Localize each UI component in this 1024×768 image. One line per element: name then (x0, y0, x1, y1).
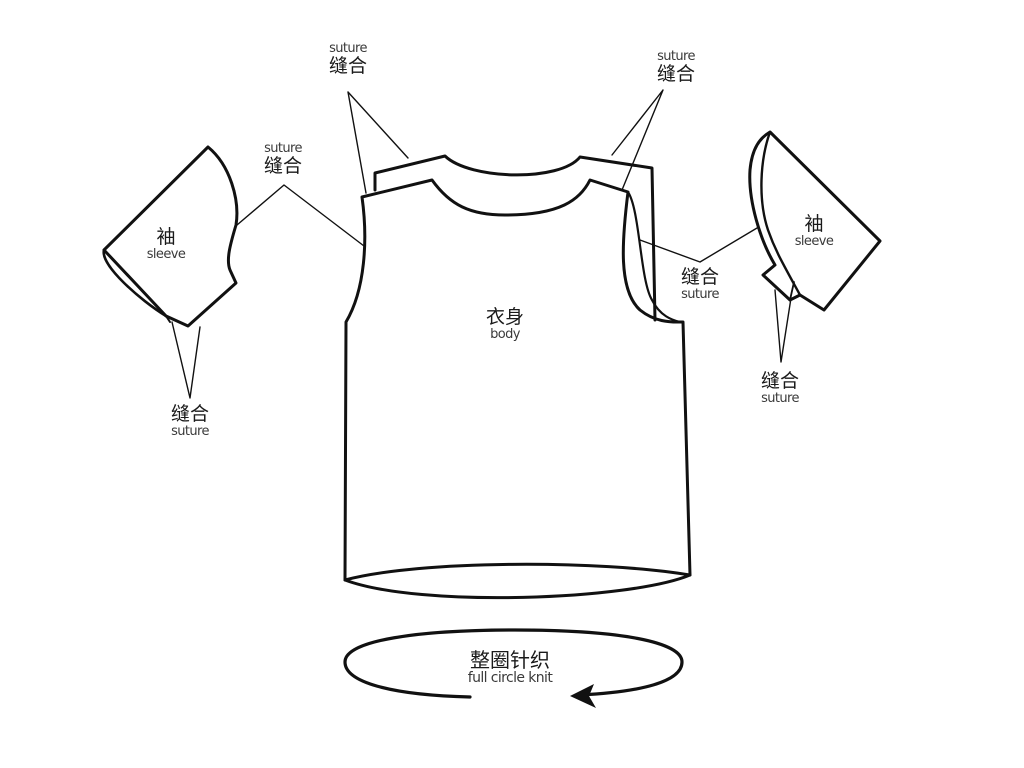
body-outline (343, 178, 692, 582)
suture-label-top-left: suture 缝合 (318, 42, 378, 77)
label-zh: 缝合 (656, 62, 695, 85)
leader-top-left (347, 91, 409, 194)
label-en: sleeve (794, 233, 834, 249)
label-en: suture (657, 49, 695, 64)
leader-left-shoulder (236, 184, 365, 247)
label-zh: 缝合 (760, 370, 799, 392)
label-en: suture (329, 41, 367, 56)
label-en: suture (264, 141, 302, 156)
label-zh: 衣身 (485, 306, 524, 328)
hem (343, 562, 692, 600)
circle-knit-arrow (343, 628, 684, 699)
label-zh: 缝合 (170, 403, 209, 425)
label-zh: 袖 (804, 213, 824, 235)
left-sleeve-cuff (102, 248, 168, 318)
label-en: suture (761, 390, 799, 406)
label-zh: 缝合 (263, 154, 302, 177)
suture-label-top-right: suture 缝合 (646, 50, 706, 85)
leader-top-right (611, 89, 664, 191)
leader-right-cuff (774, 289, 792, 363)
right-sleeve-outline (748, 130, 882, 312)
label-zh: 袖 (156, 226, 176, 248)
label-zh: 整圈针织 (470, 648, 550, 672)
armhole-band-right (626, 190, 682, 324)
body-label: 衣身 body (470, 306, 540, 342)
label-en: suture (681, 286, 719, 302)
label-en: full circle knit (467, 670, 553, 686)
leader-left-cuff (171, 321, 201, 399)
suture-label-right-shoulder: 缝合 suture (670, 266, 730, 302)
left-sleeve-label: 袖 sleeve (136, 226, 196, 262)
label-zh: 缝合 (328, 54, 367, 77)
left-sleeve-outline (102, 145, 239, 328)
suture-label-left-shoulder: suture 缝合 (253, 142, 313, 177)
right-sleeve-label: 袖 sleeve (784, 213, 844, 249)
leader-right-shoulder (639, 227, 758, 263)
suture-label-left-cuff: 缝合 suture (160, 403, 220, 439)
label-zh: 缝合 (680, 266, 719, 288)
label-en: sleeve (146, 246, 186, 262)
knit-direction-label: 整圈针织 full circle knit (455, 650, 565, 686)
left-cuff-seam (165, 315, 171, 323)
back-neck-band (373, 154, 657, 322)
right-cuff-seam (789, 281, 795, 301)
arrow-head-icon (570, 684, 596, 708)
label-en: body (490, 326, 520, 342)
label-en: suture (171, 423, 209, 439)
suture-label-right-cuff: 缝合 suture (750, 370, 810, 406)
right-sleeve-fold (760, 130, 802, 297)
